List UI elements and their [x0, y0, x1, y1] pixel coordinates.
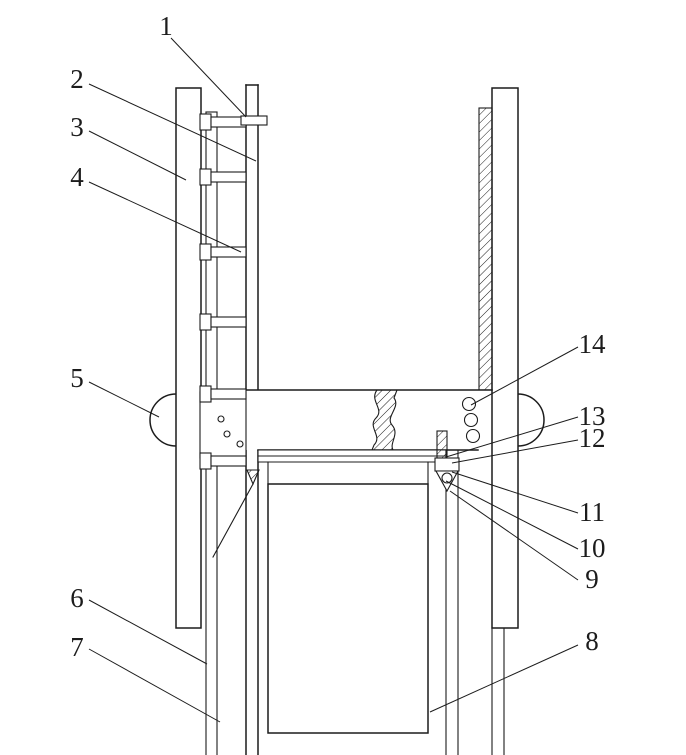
leader-line-6: [88, 599, 208, 665]
box-flange: [257, 449, 447, 485]
leader-line-5: [88, 381, 160, 418]
label-12: 12: [579, 423, 606, 453]
right-guide-rail-lower: [491, 627, 505, 755]
leader-line-14: [470, 346, 579, 406]
label-14: 14: [579, 329, 607, 359]
rollers: [461, 396, 481, 444]
label-3: 3: [70, 112, 84, 142]
rung-pin: [199, 113, 247, 131]
rung-pin: [199, 168, 247, 186]
label-7: 7: [70, 632, 84, 662]
bolt-hole: [236, 440, 244, 448]
leader-line-1: [170, 37, 247, 118]
label-9: 9: [585, 564, 599, 594]
right-pad: [517, 393, 545, 447]
roller: [461, 396, 477, 412]
cable-anchor: [246, 469, 260, 486]
roller: [465, 428, 481, 444]
roller: [463, 412, 479, 428]
rung-pin: [199, 313, 247, 331]
bolt-hole: [217, 415, 225, 423]
label-10: 10: [579, 533, 606, 563]
cable-assembly: [212, 469, 260, 558]
mounting-bracket: [199, 391, 247, 459]
rung-pin: [199, 452, 247, 470]
label-8: 8: [585, 626, 599, 656]
top-pin: [240, 115, 268, 126]
leader-line-4: [88, 181, 242, 253]
leader-line-7: [88, 648, 221, 723]
leader-line-13: [445, 416, 579, 458]
rung-pin: [199, 243, 247, 261]
leader-line-9: [449, 490, 579, 581]
right-outer-column: [491, 87, 519, 629]
leader-line-12: [451, 439, 579, 464]
label-4: 4: [70, 162, 84, 192]
leader-lines: [88, 37, 579, 723]
left-outer-column: [175, 87, 202, 629]
cable-line: [212, 483, 254, 558]
hatched-liner-strip: [478, 107, 493, 391]
leader-line-2: [88, 83, 257, 162]
right-lower-wall: [445, 449, 459, 755]
bolt-hole: [223, 430, 231, 438]
left-pad: [149, 393, 177, 447]
inner-box: [267, 483, 429, 734]
leader-line-8: [429, 644, 579, 713]
rung-pin: [199, 385, 247, 403]
rung-pins: [199, 113, 247, 470]
leader-line-11: [451, 471, 579, 514]
leader-line-3: [88, 130, 187, 181]
hatched-plate: [436, 430, 448, 459]
label-5: 5: [70, 363, 84, 393]
leader-line-10: [445, 480, 579, 550]
label-11: 11: [579, 497, 605, 527]
label-6: 6: [70, 583, 84, 613]
callout-labels: 1 2 3 4 5 6 7 8 9 10 11 12 13 14: [70, 11, 606, 662]
label-1: 1: [159, 11, 173, 41]
step-block: [434, 457, 460, 472]
label-2: 2: [70, 64, 84, 94]
pivot-circle: [441, 472, 453, 484]
label-13: 13: [579, 401, 606, 431]
